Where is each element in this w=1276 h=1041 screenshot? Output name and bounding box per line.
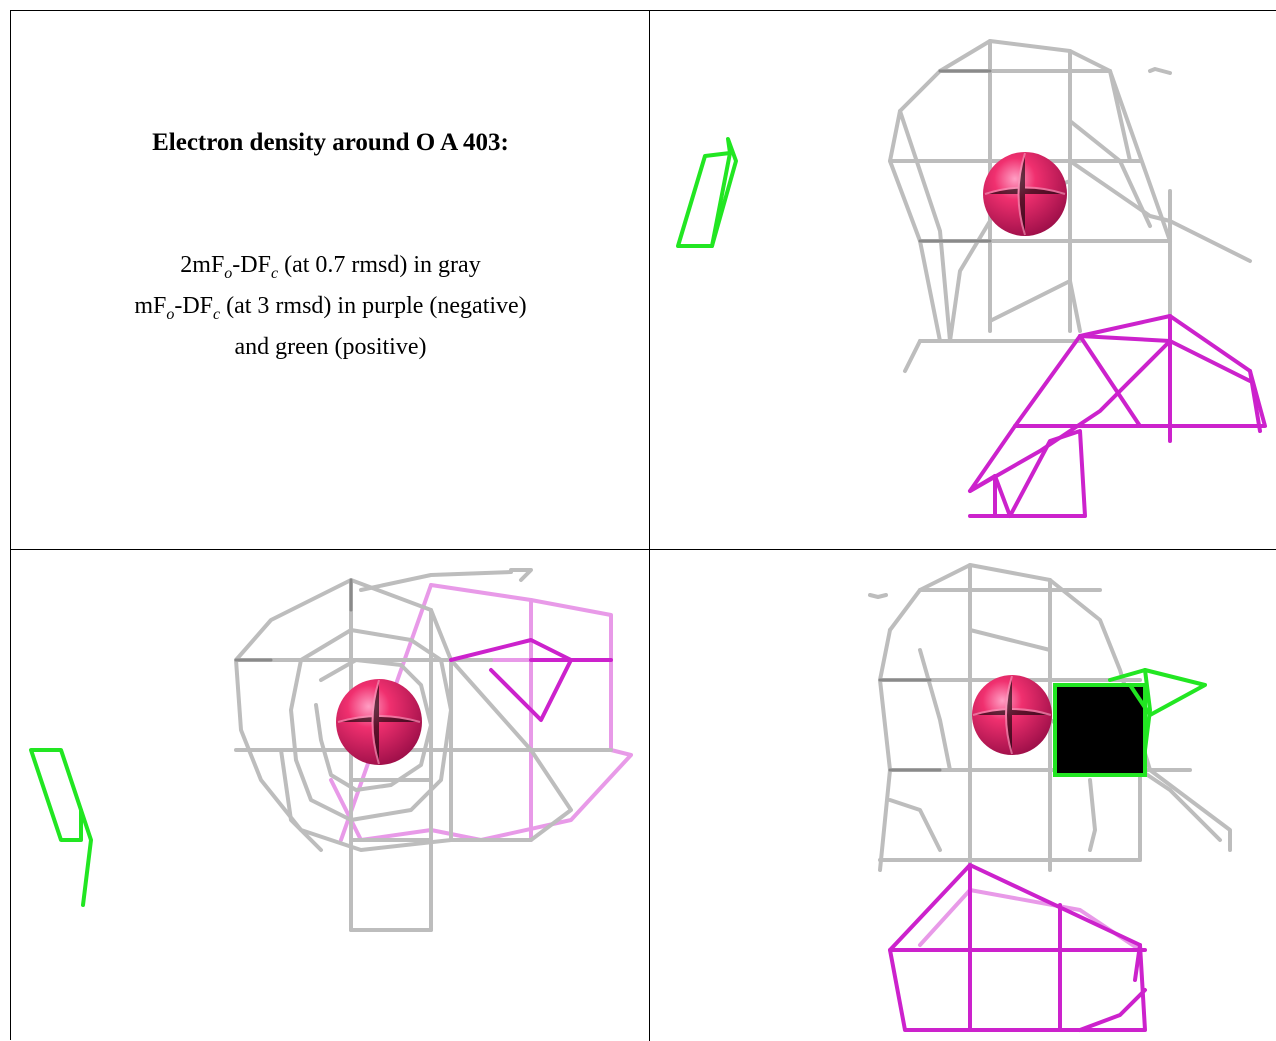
view-bottom-left <box>11 550 650 1041</box>
negative-mesh-light <box>918 888 1142 952</box>
negative-mesh <box>888 863 1147 1032</box>
figure-grid: Electron density around O A 403: 2mFo-DF… <box>10 10 1276 1041</box>
positive-mesh <box>676 137 738 248</box>
gray-mesh <box>888 39 1252 373</box>
caption-line-3: and green (positive) <box>234 333 427 360</box>
caption-cell: Electron density around O A 403: 2mFo-DF… <box>11 11 650 550</box>
positive-mesh <box>1053 668 1207 777</box>
gray-mesh-shadow <box>878 678 942 772</box>
negative-mesh <box>968 314 1267 518</box>
gray-mesh-shadow <box>234 578 353 662</box>
caption-description: 2mFo-DFc (at 0.7 rmsd) in gray mFo-DFc (… <box>11 249 649 363</box>
caption-line-1: 2mFo-DFc (at 0.7 rmsd) in gray <box>180 252 481 282</box>
positive-mesh <box>29 748 93 907</box>
density-view-bottom-right <box>868 563 1232 1032</box>
caption-line-2: mFo-DFc (at 3 rmsd) in purple (negative) <box>134 292 527 323</box>
caption-title: Electron density around O A 403: <box>152 129 509 156</box>
gray-mesh-shadow <box>918 69 992 243</box>
gray-mesh <box>234 568 613 932</box>
negative-mesh <box>449 638 613 722</box>
view-top-right <box>650 11 1276 550</box>
density-view-bottom-left <box>29 568 633 932</box>
density-view-top-right <box>676 39 1267 518</box>
view-bottom-right <box>650 550 1276 1041</box>
